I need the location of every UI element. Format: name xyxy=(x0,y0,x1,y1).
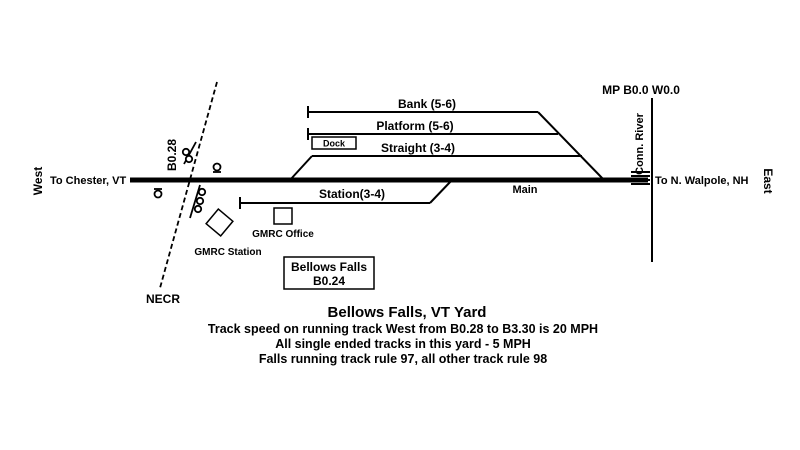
to-walpole-label: To N. Walpole, NH xyxy=(655,175,749,187)
signal-icon xyxy=(181,141,197,165)
gmrc-office-label: GMRC Office xyxy=(252,229,314,240)
dock-label: Dock xyxy=(323,139,346,149)
bellows-falls-name: Bellows Falls xyxy=(291,260,367,274)
single-ended-note: All single ended tracks in this yard - 5… xyxy=(275,337,531,351)
bank-label: Bank (5-6) xyxy=(398,97,456,111)
signal-icon xyxy=(189,184,207,219)
yard-title: Bellows Falls, VT Yard xyxy=(328,304,487,321)
dock-box xyxy=(311,136,357,150)
gmrc-station-label: GMRC Station xyxy=(194,247,261,258)
main-label: Main xyxy=(512,184,537,196)
bank-track xyxy=(307,106,605,181)
bellows-falls-box xyxy=(283,256,375,290)
east-label: East xyxy=(761,168,775,193)
b028-label: B0.28 xyxy=(165,139,179,171)
necr-line xyxy=(159,81,218,289)
signal-icon xyxy=(153,188,163,199)
signal-icon xyxy=(212,162,222,173)
rule-note: Falls running track rule 97, all other t… xyxy=(259,352,547,366)
to-chester-label: To Chester, VT xyxy=(50,175,126,187)
station-track xyxy=(239,179,453,209)
gmrc-office-building xyxy=(273,207,293,225)
conn-river-label: Conn. River xyxy=(634,112,646,174)
bridge-marker xyxy=(631,98,653,262)
straight-label: Straight (3-4) xyxy=(381,141,455,155)
station-label: Station(3-4) xyxy=(319,187,385,201)
mp-label: MP B0.0 W0.0 xyxy=(602,83,680,97)
straight-track xyxy=(289,155,582,181)
speed-note: Track speed on running track West from B… xyxy=(208,322,598,336)
platform-track xyxy=(307,128,558,140)
west-label: West xyxy=(31,167,45,195)
bellows-falls-mp: B0.24 xyxy=(313,274,345,288)
platform-label: Platform (5-6) xyxy=(376,119,453,133)
necr-label: NECR xyxy=(146,292,180,306)
gmrc-station-building xyxy=(205,208,234,237)
